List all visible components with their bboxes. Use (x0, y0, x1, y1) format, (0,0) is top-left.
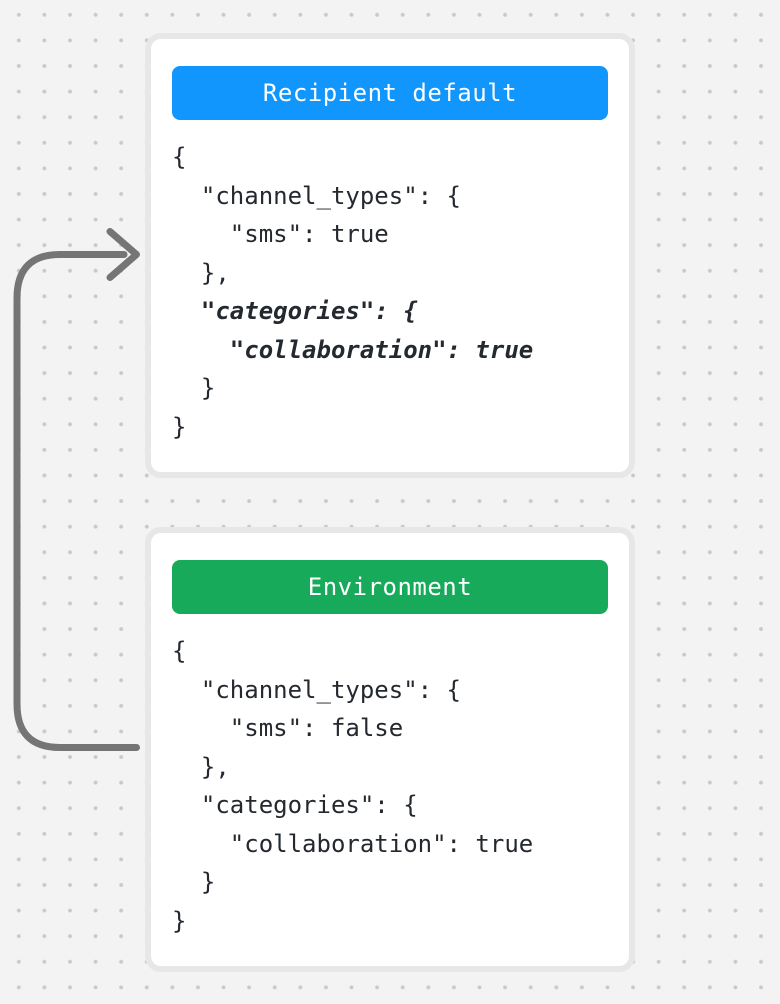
arrow-shaft (13, 251, 140, 751)
recipient-default-json-code: { "channel_types": { "sms": true }, "cat… (172, 138, 608, 446)
environment-json-code: { "channel_types": { "sms": false }, "ca… (172, 632, 608, 940)
code-line: "categories": { (172, 791, 418, 819)
code-line: "channel_types": { (172, 675, 461, 704)
code-line: { (172, 637, 187, 665)
code-line: } (172, 868, 216, 896)
card-environment: Environment { "channel_types": { "sms": … (145, 527, 635, 972)
code-line: "collaboration": true (172, 829, 534, 858)
arrow-stroke-group (13, 228, 140, 751)
code-line: } (172, 374, 216, 402)
code-line: "collaboration": true (172, 335, 534, 364)
code-line: } (172, 906, 187, 935)
card-recipient-default: Recipient default { "channel_types": { "… (145, 33, 635, 478)
code-line: }, (172, 258, 230, 287)
code-line: "sms": true (172, 220, 389, 248)
code-line: "sms": false (172, 714, 404, 742)
environment-title-badge: Environment (172, 560, 608, 614)
arrowhead-icon (106, 228, 140, 281)
recipient-default-title-badge: Recipient default (172, 66, 608, 120)
code-line: }, (172, 752, 230, 781)
code-line: "channel_types": { (172, 181, 461, 210)
code-line: "categories": { (172, 297, 418, 325)
code-line: } (172, 412, 187, 441)
code-line: { (172, 143, 187, 171)
